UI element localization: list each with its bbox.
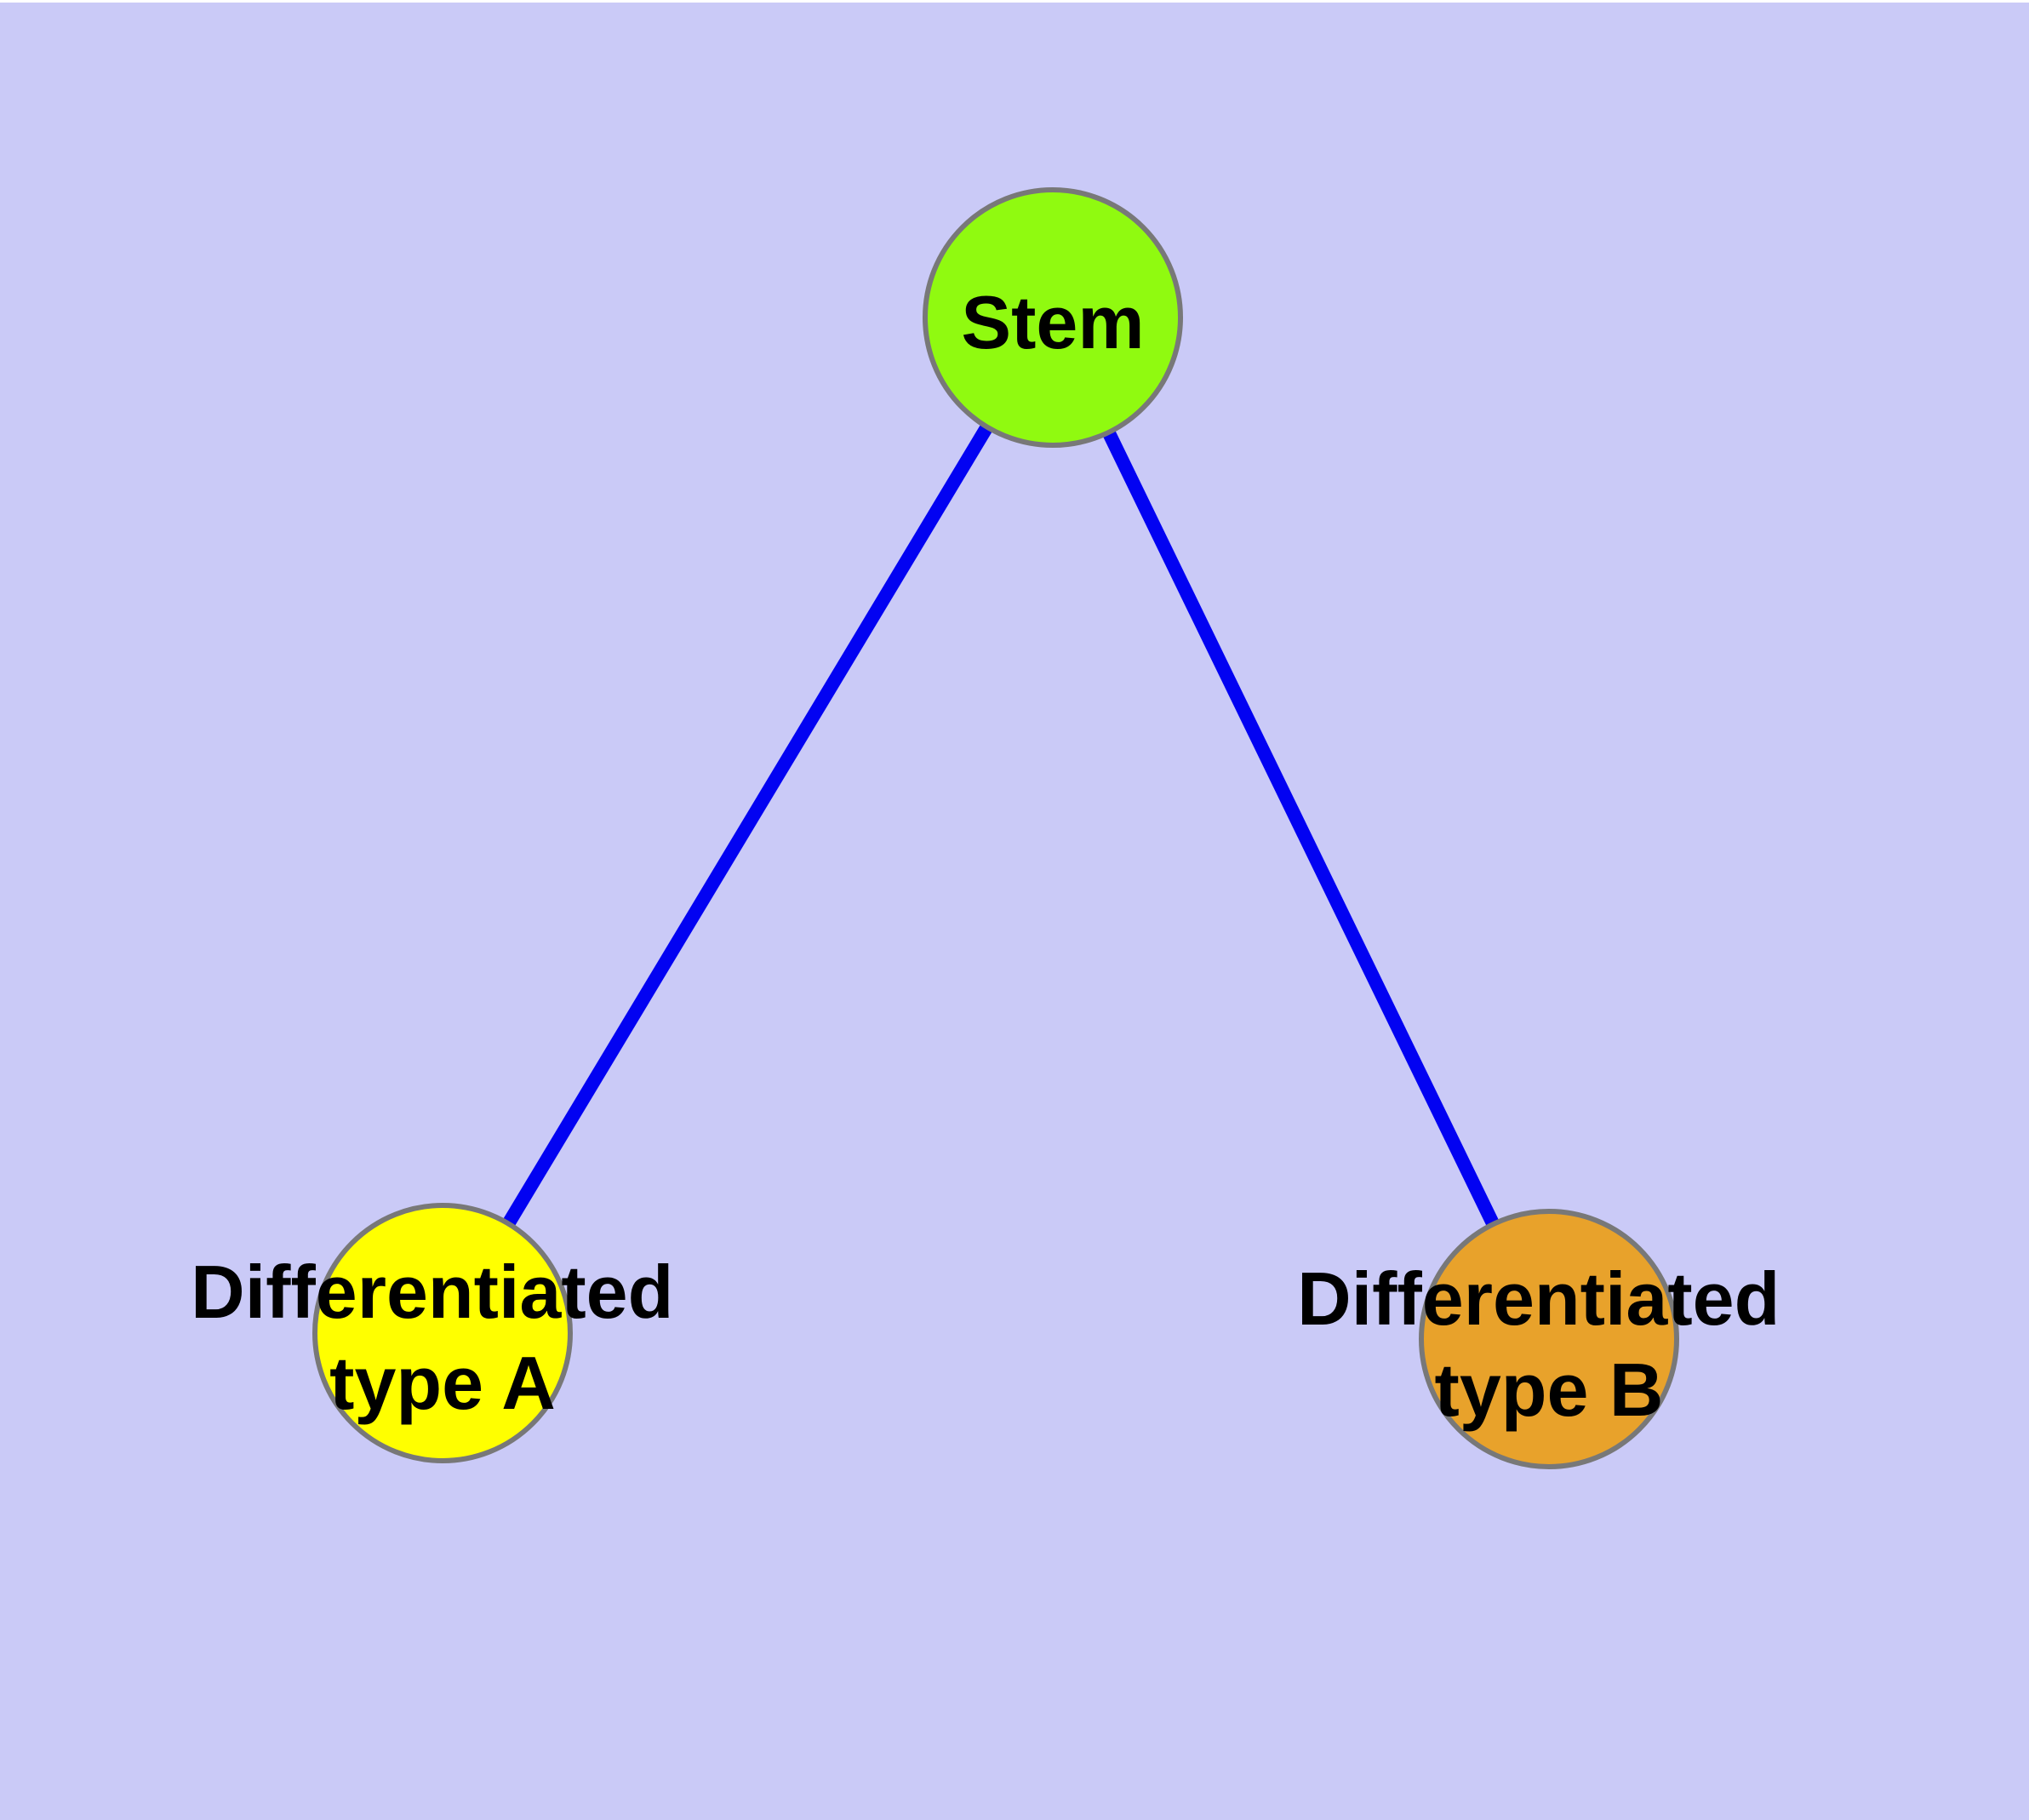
edge-stem-to-type-b (1046, 314, 1556, 1342)
node-type-a-circle (312, 1203, 573, 1463)
node-type-b-circle (1419, 1209, 1679, 1469)
node-type-b-label: Differentiated type B (1297, 1256, 1801, 1432)
canvas-top-border (0, 0, 2029, 3)
node-type-a-label: Differentiated type A (191, 1250, 694, 1425)
edge-stem-to-type-a (437, 313, 1059, 1337)
node-type-b-label-line2: type B (1435, 1348, 1664, 1432)
node-type-b-label-line1: Differentiated (1297, 1256, 1780, 1341)
node-type-a-label-line1: Differentiated (191, 1250, 673, 1334)
node-type-a-label-line2: type A (329, 1341, 556, 1425)
node-stem-label: Stem (961, 280, 1144, 364)
node-stem-circle (923, 187, 1183, 448)
